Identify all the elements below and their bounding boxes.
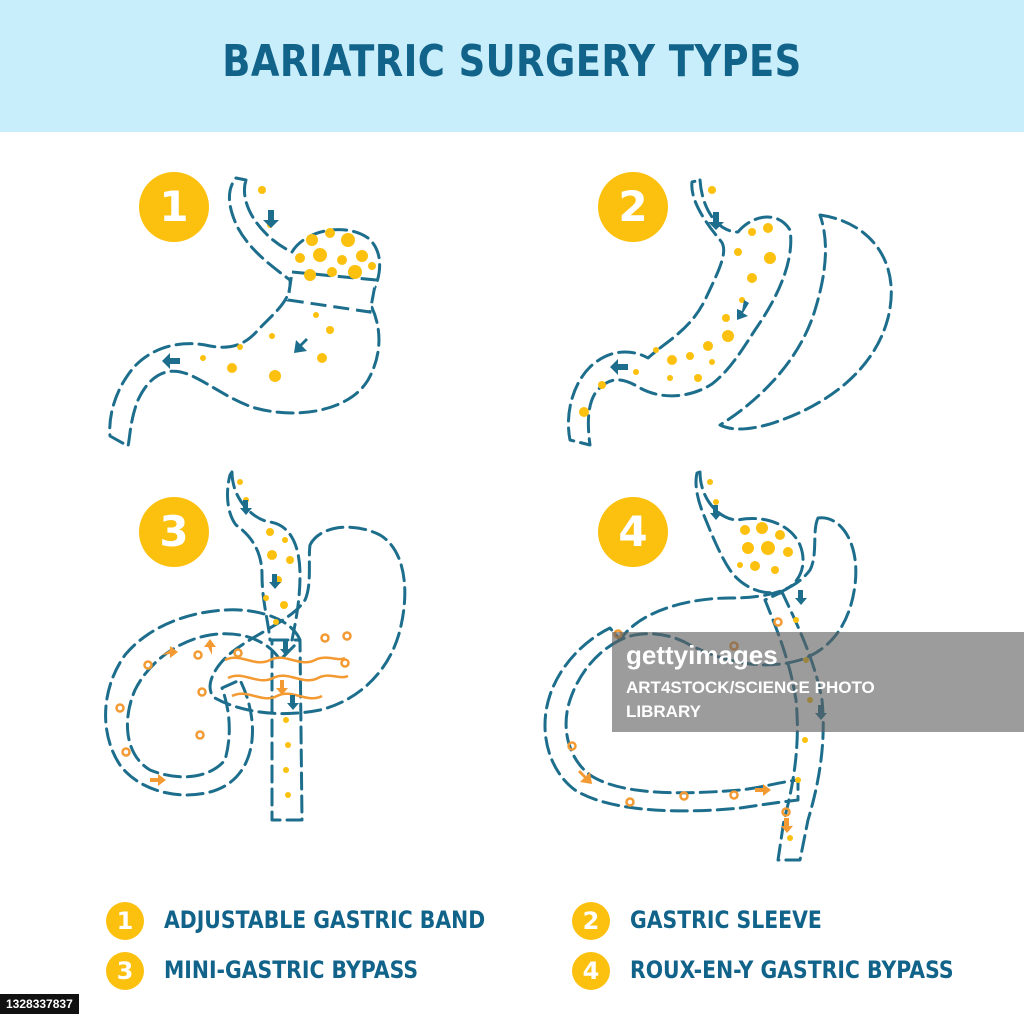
- panel-3-arrow: [150, 774, 166, 786]
- panel-3-remnant-stomach: [208, 525, 407, 716]
- panel-3-digestive-waves: [224, 656, 349, 700]
- legend-number: 4: [572, 952, 610, 990]
- header-banner: BARIATRIC SURGERY TYPES: [0, 0, 1024, 132]
- panel-2-arrow: [737, 300, 749, 320]
- stock-image-id: 1328337837: [0, 994, 79, 1014]
- panel-1-stomach-outline: [108, 176, 382, 448]
- panel-4-arrow: [710, 505, 722, 520]
- panel-3-arrow: [240, 500, 252, 515]
- legend-label: MINI-GASTRIC BYPASS: [164, 956, 419, 984]
- panel-2-gastric-sleeve: [566, 178, 893, 447]
- panel-2-arrow: [610, 359, 628, 375]
- panel-2-food-dots: [579, 186, 776, 417]
- panel-3-arrow: [269, 574, 281, 589]
- legend-label: ROUX-EN-Y GASTRIC BYPASS: [630, 956, 954, 984]
- panel-3-arrow: [280, 641, 292, 656]
- panel-number-badge-2: 2: [598, 172, 668, 242]
- panel-3-digestive-rings: [115, 631, 352, 757]
- panel-2-removed-stomach: [718, 213, 893, 431]
- panel-1-arrow: [162, 353, 180, 369]
- watermark-credit-line2: LIBRARY: [626, 702, 701, 721]
- panel-1-gastric-band: [108, 176, 382, 448]
- panel-1-band: [286, 270, 378, 314]
- panel-3-arrow: [287, 695, 299, 710]
- panel-1-food-dots: [200, 186, 376, 382]
- panel-2-stomach-outline: [566, 178, 793, 447]
- panel-4-pouch-outline: [694, 470, 805, 595]
- legend-number: 1: [106, 902, 144, 940]
- panel-4-arrow: [781, 818, 793, 833]
- panel-number-badge-4: 4: [598, 497, 668, 567]
- panel-4-arrow: [795, 590, 807, 605]
- watermark-credit: ART4STOCK/SCIENCE PHOTO: [626, 678, 875, 697]
- getty-watermark: gettyimages ART4STOCK/SCIENCE PHOTO LIBR…: [612, 632, 1024, 732]
- panel-3-limb: [270, 638, 304, 822]
- panel-2-arrow: [708, 212, 724, 230]
- panel-3-food-dots: [237, 479, 294, 798]
- panel-1-arrow: [263, 210, 279, 228]
- legend-number: 2: [572, 902, 610, 940]
- legend-label: GASTRIC SLEEVE: [630, 906, 822, 934]
- panel-4-biliary-limb: [543, 626, 800, 813]
- panel-3-loop: [104, 608, 302, 797]
- panel-3-arrow: [276, 680, 288, 695]
- panel-3-mini-gastric-bypass: [104, 470, 407, 822]
- panel-3-arrow: [204, 639, 216, 655]
- panel-number-badge-1: 1: [139, 172, 209, 242]
- panel-4-arrow: [755, 784, 771, 796]
- panel-3-arrow: [162, 646, 178, 658]
- watermark-logo: gettyimages: [626, 640, 778, 670]
- panel-3-pouch: [226, 470, 302, 642]
- page-title: BARIATRIC SURGERY TYPES: [222, 36, 802, 87]
- panel-4-arrow: [578, 770, 592, 784]
- legend-number: 3: [106, 952, 144, 990]
- panel-number-badge-3: 3: [139, 497, 209, 567]
- legend-label: ADJUSTABLE GASTRIC BAND: [164, 906, 486, 934]
- panel-1-arrow: [294, 338, 308, 353]
